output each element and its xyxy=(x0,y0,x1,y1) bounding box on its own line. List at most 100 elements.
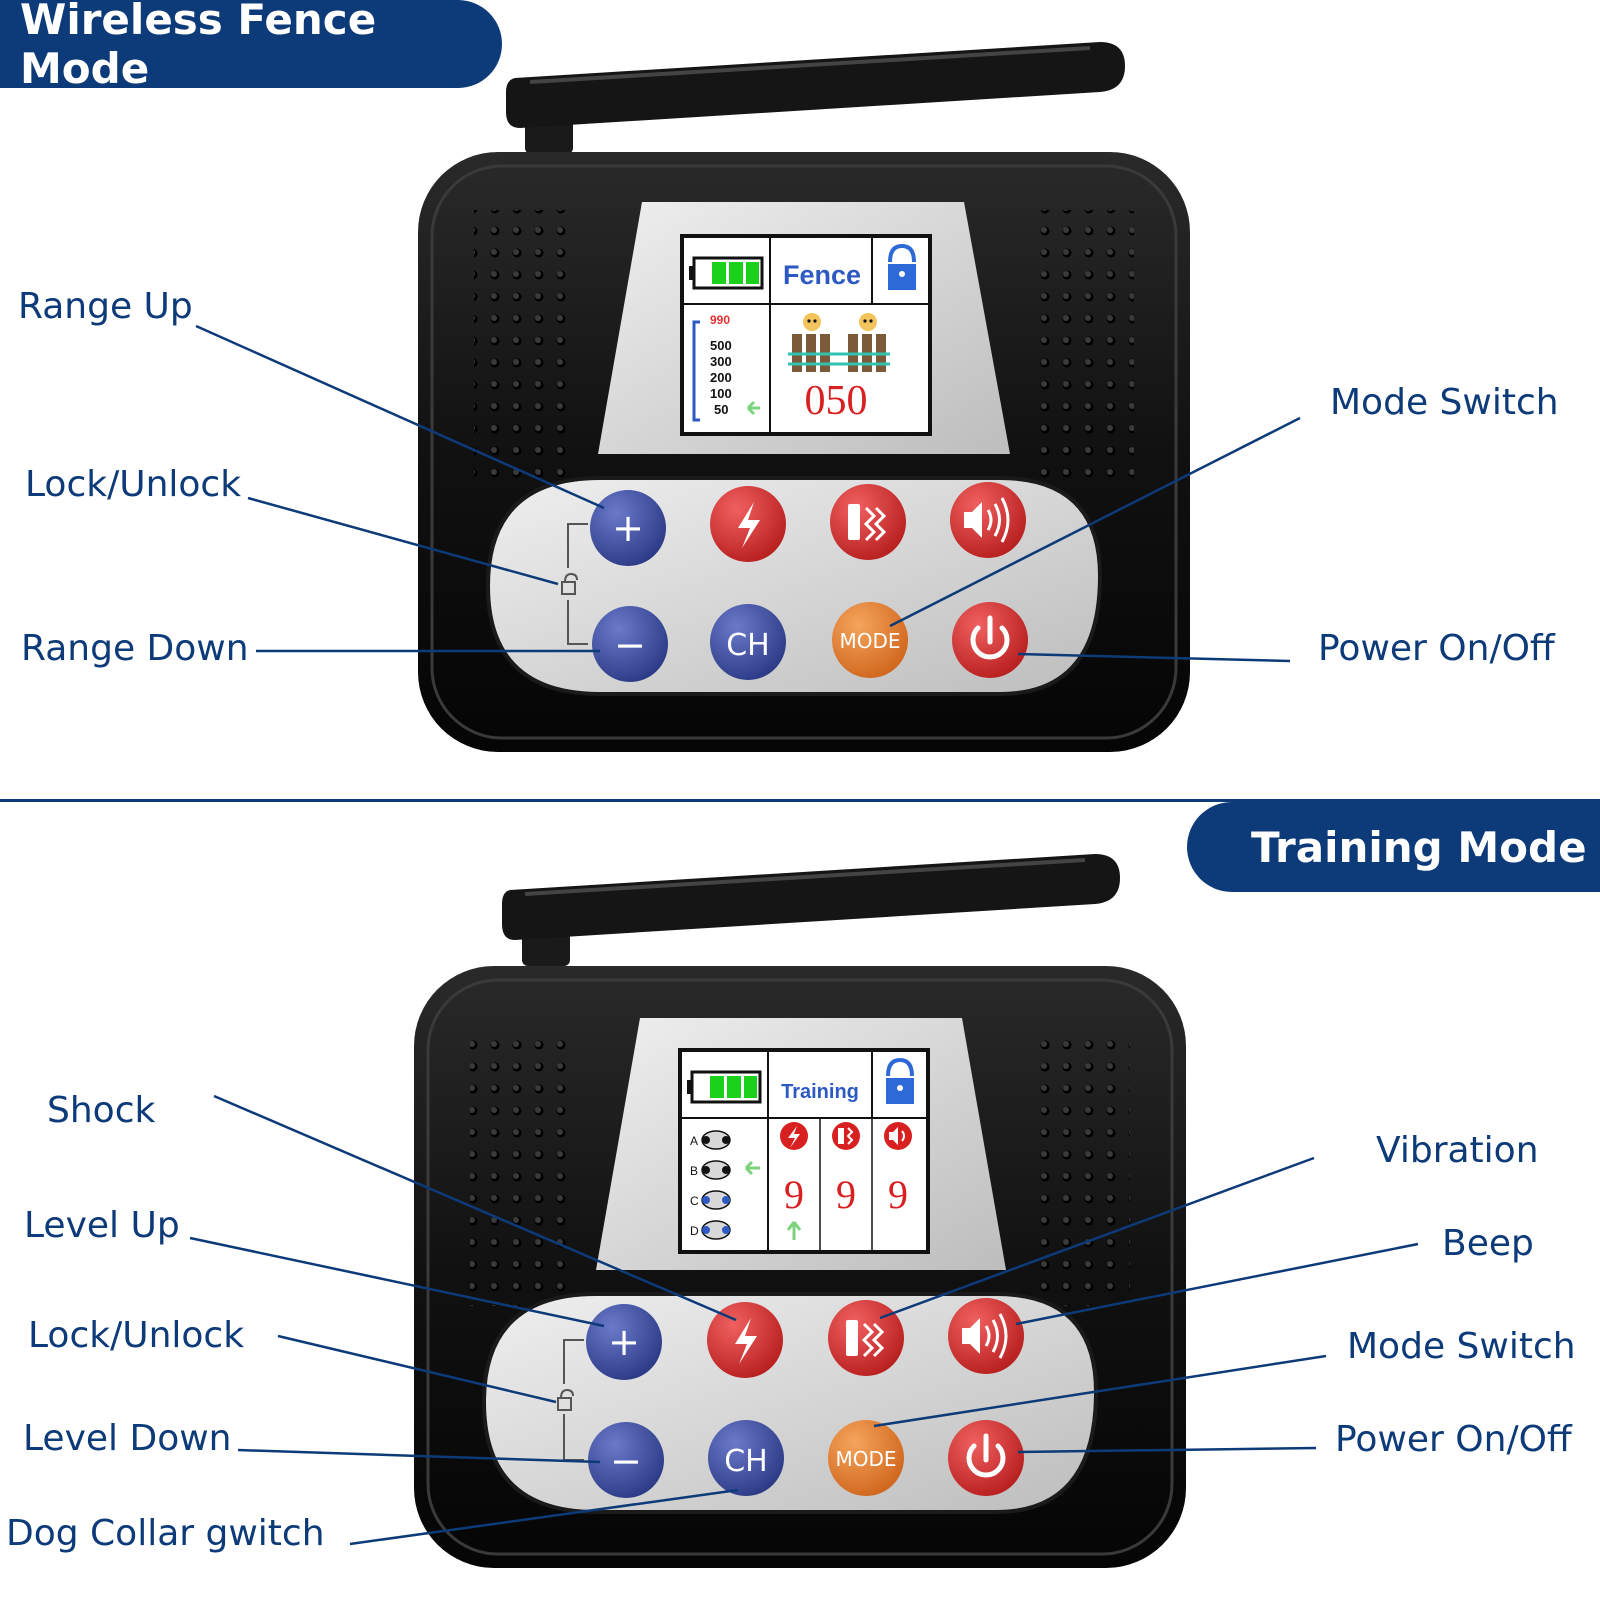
vibration-button[interactable] xyxy=(828,1300,904,1376)
beep-button[interactable] xyxy=(950,482,1026,558)
beep-button[interactable] xyxy=(948,1298,1024,1374)
scale-tick-label: 500 xyxy=(710,338,732,353)
antenna xyxy=(506,42,1125,154)
fence-range-value: 050 xyxy=(805,378,868,424)
power-icon xyxy=(970,615,1010,660)
range-scale: 990 500 300 200 100 50 xyxy=(692,313,760,422)
level-up-label: Level Up xyxy=(24,1205,180,1246)
beep-label: Beep xyxy=(1442,1223,1534,1264)
wireless-fence-mode-banner: Wireless Fence Mode xyxy=(0,0,502,93)
lightning-icon xyxy=(788,1126,800,1148)
level-up-button[interactable]: + xyxy=(586,1304,662,1380)
training-mode-title: Training Mode xyxy=(1251,822,1587,872)
lock-unlock-callout xyxy=(277,1334,557,1404)
dog-face-icon xyxy=(701,1130,731,1150)
battery-full-icon xyxy=(687,1070,762,1104)
antenna xyxy=(502,854,1120,966)
range-down-label: Range Down xyxy=(21,628,249,669)
callout-lines xyxy=(189,324,1419,1546)
mode-label: MODE xyxy=(839,629,900,653)
level-down-callout xyxy=(237,1448,601,1464)
section-divider xyxy=(0,799,1600,802)
dog-collar-switch-button[interactable]: CH xyxy=(708,1420,784,1496)
lightning-icon xyxy=(735,1318,757,1364)
scale-tick-label: 300 xyxy=(710,354,732,369)
beep-level-value: 9 xyxy=(888,1172,908,1217)
screen-title-fence: Fence xyxy=(783,260,861,290)
mode-switch-label: Mode Switch xyxy=(1347,1326,1576,1367)
battery-full-icon xyxy=(689,256,764,290)
mode-switch-callout xyxy=(873,1354,1327,1428)
vibration-callout xyxy=(879,1156,1315,1320)
fence-dog-icon xyxy=(788,313,890,372)
scale-tick-label: 50 xyxy=(714,402,728,417)
lock-unlock-callout xyxy=(247,496,559,586)
dog-face-icon xyxy=(701,1160,731,1180)
minus-label: − xyxy=(610,1439,642,1483)
range-up-label: Range Up xyxy=(18,286,193,327)
training-lcd-screen: Training A B C D xyxy=(678,1048,930,1254)
shock-callout xyxy=(213,1094,737,1322)
training-remote-device: Training A B C D xyxy=(414,854,1186,1568)
speaker-icon xyxy=(964,497,1010,543)
channel-button[interactable]: CH xyxy=(710,604,786,680)
dog-face-icon xyxy=(701,1220,731,1240)
lock-unlock-label: Lock/Unlock xyxy=(25,464,242,505)
scale-tick-label: 200 xyxy=(710,370,732,385)
speaker-grille-right xyxy=(1030,1030,1130,1306)
channel-list: A B C D xyxy=(690,1130,760,1240)
minus-label: − xyxy=(614,623,646,667)
shock-label: Shock xyxy=(47,1090,156,1131)
vibration-indicator xyxy=(832,1122,860,1150)
arrow-up-icon xyxy=(786,1221,802,1240)
power-button[interactable] xyxy=(948,1420,1024,1496)
speaker-grille-left xyxy=(470,1030,570,1306)
channel-letter: D xyxy=(690,1224,699,1238)
mode-switch-label: Mode Switch xyxy=(1330,382,1559,423)
scale-tick-label: 990 xyxy=(710,313,730,327)
lightning-icon xyxy=(738,502,760,548)
level-down-label: Level Down xyxy=(23,1418,232,1459)
channel-letter: B xyxy=(690,1164,698,1178)
shock-indicator xyxy=(780,1122,808,1150)
range-up-button[interactable]: + xyxy=(590,490,666,566)
screen-title-training: Training xyxy=(781,1081,859,1103)
speaker-grille-left xyxy=(474,210,574,478)
shock-button[interactable] xyxy=(710,486,786,562)
mode-switch-button[interactable]: MODE xyxy=(828,1420,904,1496)
plus-label: + xyxy=(608,1320,640,1364)
range-down-button[interactable]: − xyxy=(592,606,668,682)
arrow-left-icon xyxy=(744,1160,760,1176)
shock-button[interactable] xyxy=(707,1302,783,1378)
plus-label: + xyxy=(612,506,644,550)
power-label: Power On/Off xyxy=(1335,1419,1572,1460)
beep-callout xyxy=(1015,1242,1419,1326)
lock-unlock-label: Lock/Unlock xyxy=(28,1315,245,1356)
speaker-icon xyxy=(962,1313,1008,1359)
power-button[interactable] xyxy=(952,602,1028,678)
dog-collar-switch-label: Dog Collar gwitch xyxy=(6,1513,325,1554)
power-icon xyxy=(966,1433,1006,1478)
shock-level-value: 9 xyxy=(784,1172,804,1217)
channel-label: CH xyxy=(726,628,770,663)
vibration-button[interactable] xyxy=(830,484,906,560)
speaker-icon xyxy=(889,1127,898,1145)
level-up-callout xyxy=(189,1236,605,1328)
fence-lcd-screen: Fence 990 500 300 200 100 50 xyxy=(680,234,932,436)
scale-tick-label: 100 xyxy=(710,386,732,401)
speaker-grille-right xyxy=(1034,210,1134,478)
vibration-label: Vibration xyxy=(1376,1130,1539,1171)
level-down-button[interactable]: − xyxy=(588,1422,664,1498)
mode-switch-button[interactable]: MODE xyxy=(832,602,908,678)
unlock-icon xyxy=(561,572,578,595)
vibration-icon xyxy=(846,1320,885,1358)
vibration-icon xyxy=(848,504,887,542)
channel-letter: A xyxy=(690,1134,698,1148)
unlock-icon xyxy=(886,1057,914,1104)
fence-remote-device: Fence 990 500 300 200 100 50 xyxy=(418,42,1190,752)
channel-letter: C xyxy=(690,1194,699,1208)
power-callout xyxy=(1017,652,1291,663)
beep-indicator xyxy=(884,1122,912,1150)
vibration-level-value: 9 xyxy=(836,1172,856,1217)
